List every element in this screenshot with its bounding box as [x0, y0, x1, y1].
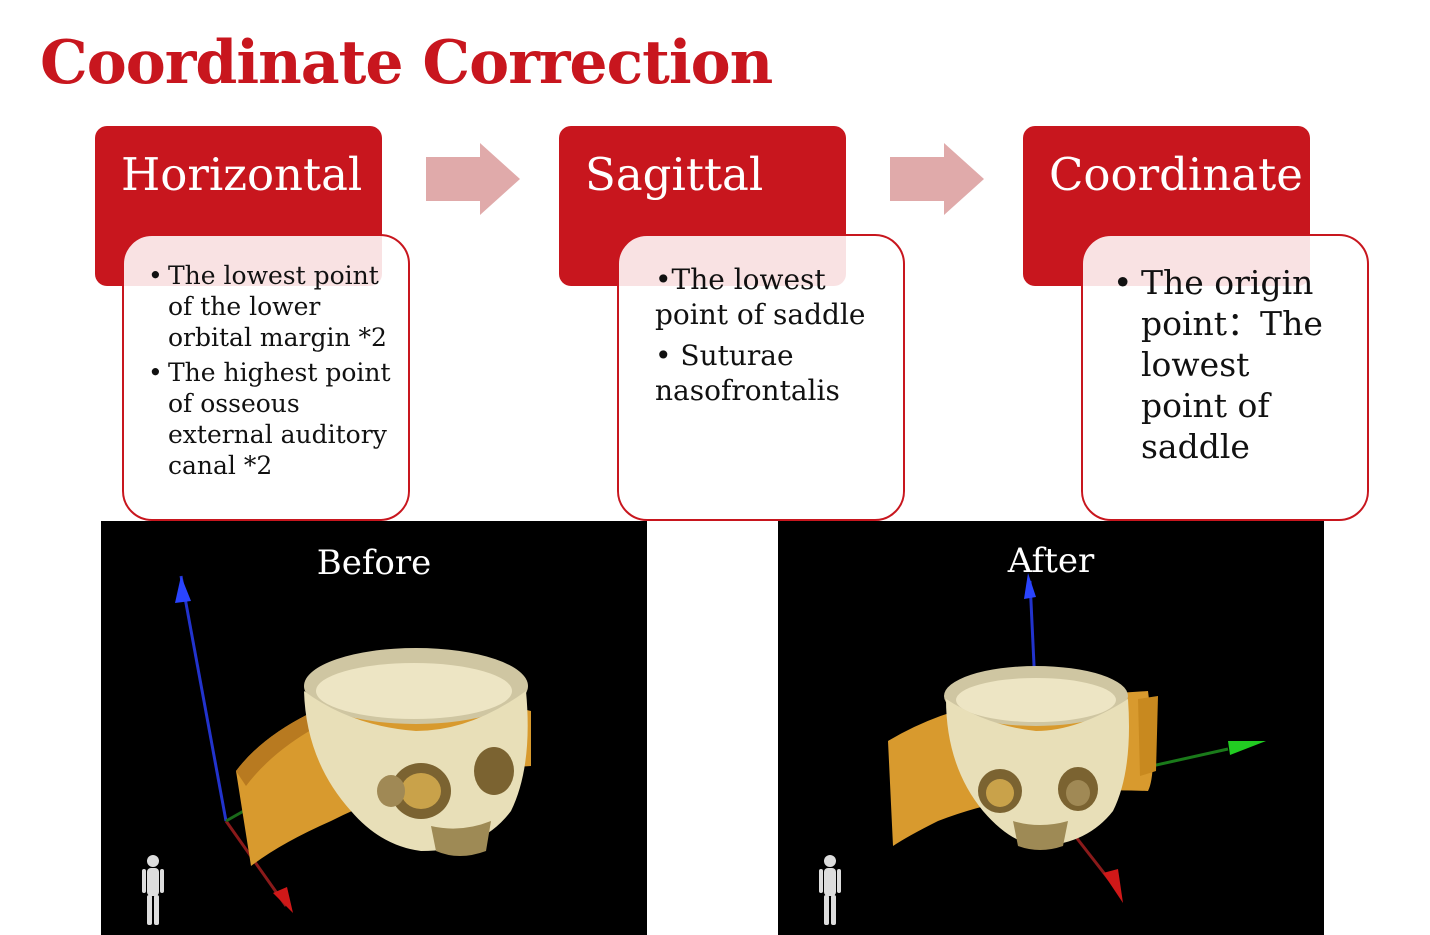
right-arrow-icon	[890, 143, 984, 215]
human-figure-icon	[819, 855, 841, 925]
skull-render-after	[888, 573, 1266, 903]
step-coordinate-heading: Coordinate	[1049, 148, 1303, 201]
human-figure-icon	[142, 855, 164, 925]
page-title: Coordinate Correction	[40, 28, 773, 98]
before-render-panel: Before	[101, 521, 647, 935]
after-label: After	[1007, 541, 1095, 581]
after-render-panel: After	[778, 521, 1324, 935]
step-sagittal-body: •The lowest point of saddle • Suturae na…	[617, 234, 905, 521]
list-item: • The lowest point of the lower orbital …	[148, 261, 387, 352]
list-item: •The lowest point of saddle	[655, 263, 866, 331]
skull-render-before	[175, 575, 531, 913]
step-horizontal-heading: Horizontal	[121, 148, 363, 201]
step-sagittal-heading: Sagittal	[585, 148, 764, 201]
list-item: • The origin point：The lowest point of s…	[1113, 263, 1323, 466]
step-coordinate-body: • The origin point：The lowest point of s…	[1081, 234, 1369, 521]
list-item: • The highest point of osseous external …	[148, 358, 391, 480]
step-horizontal-body: • The lowest point of the lower orbital …	[122, 234, 410, 521]
before-label: Before	[316, 543, 432, 583]
right-arrow-icon	[426, 143, 520, 215]
list-item: • Suturae nasofrontalis	[655, 339, 840, 407]
